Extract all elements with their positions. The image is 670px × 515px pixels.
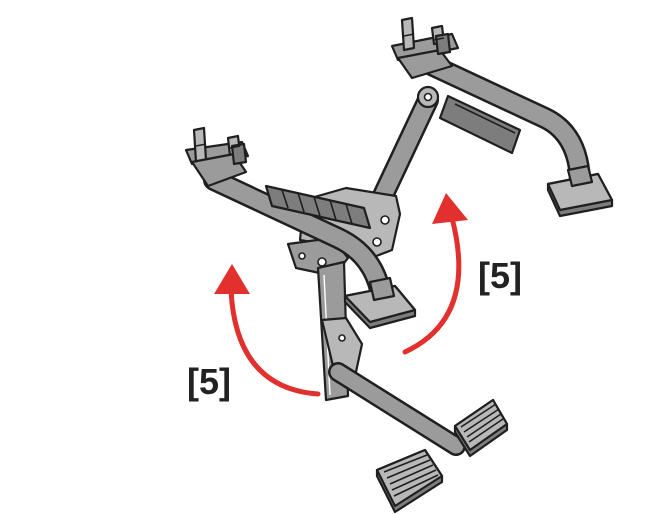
left-clamp [184, 126, 250, 188]
diagonal-strut [369, 85, 440, 213]
pedal-right [453, 398, 509, 458]
right-arm [414, 51, 591, 191]
left-rotation-arrow [214, 264, 321, 397]
pedal-left [375, 448, 444, 514]
lower-leg [328, 362, 466, 456]
right-arrow-head [432, 193, 468, 224]
left-arrow-head [214, 264, 250, 294]
right-arm-strap [438, 94, 522, 155]
right-foot-pad [546, 164, 614, 218]
right-clamp [390, 16, 460, 80]
column-bracket [320, 316, 364, 374]
step-label-left: [5] [187, 361, 231, 402]
left-arm-ribbed-strap [264, 184, 372, 230]
right-rotation-arrow [402, 193, 468, 355]
left-foot-pad [343, 276, 417, 330]
step-label-right: [5] [478, 255, 522, 296]
